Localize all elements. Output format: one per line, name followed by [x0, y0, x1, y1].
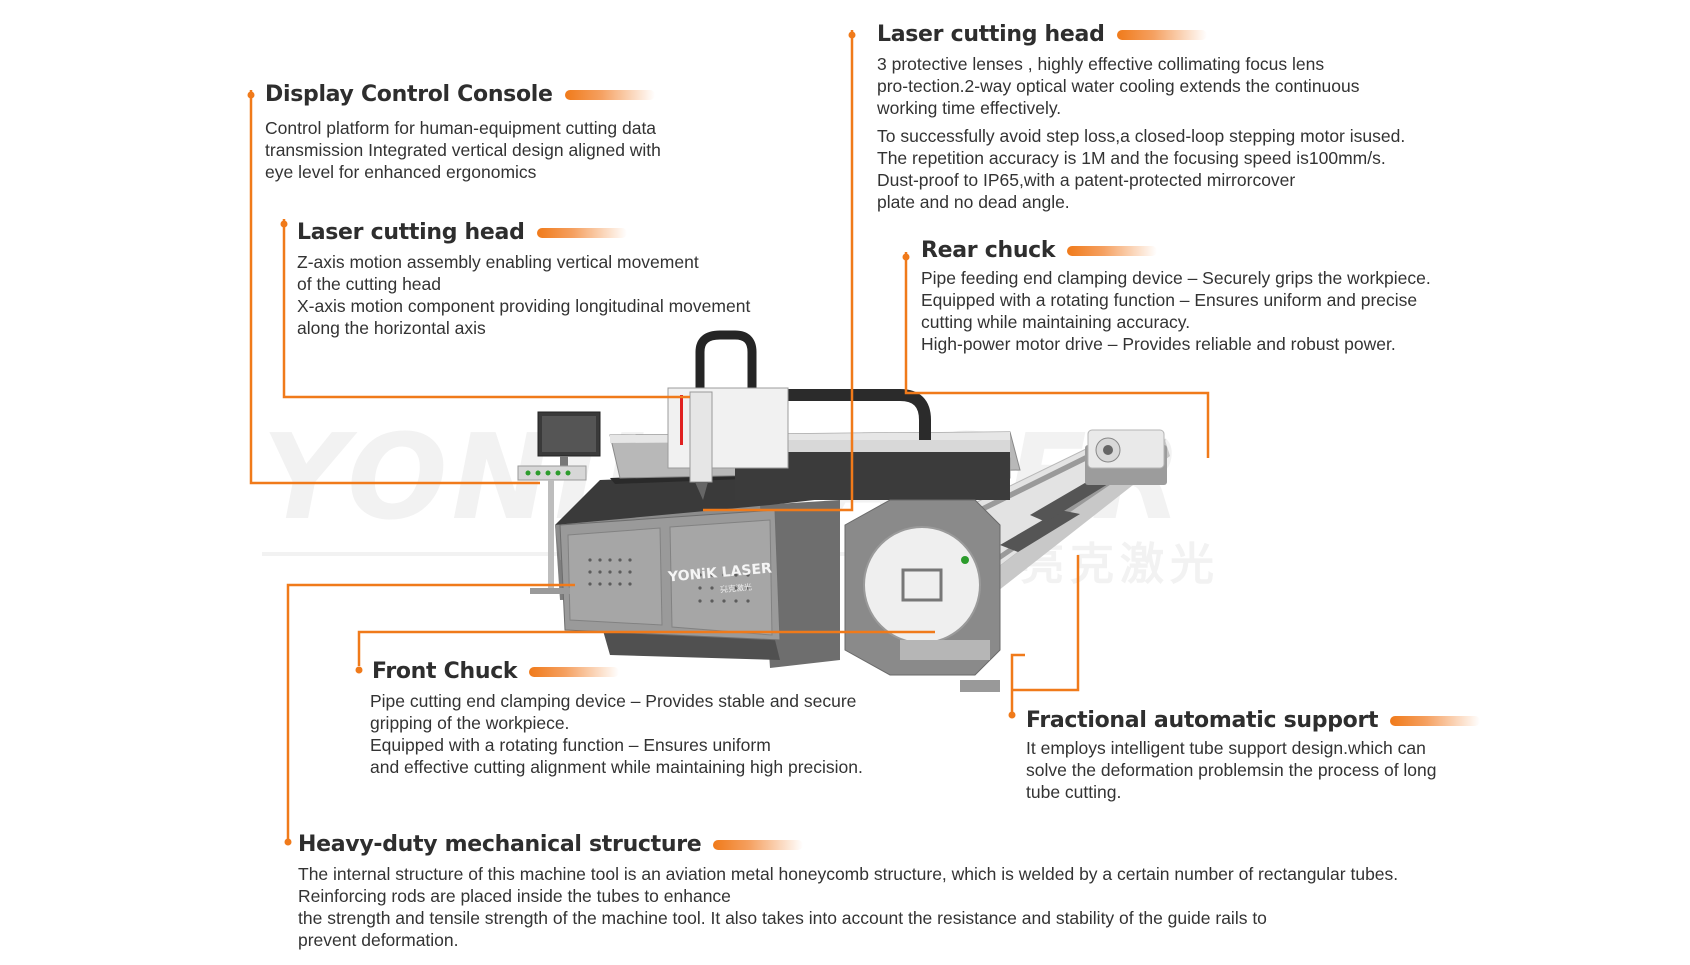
desc-line: transmission Integrated vertical design … [265, 140, 661, 160]
annotation-laser-head-left: Laser cutting head Z-axis motion assembl… [297, 220, 750, 339]
annotation-title: Heavy-duty mechanical structure [298, 832, 1398, 857]
leader-lines [249, 30, 1210, 842]
desc-line: The internal structure of this machine t… [298, 864, 1399, 884]
desc-line: plate and no dead angle. [877, 192, 1070, 212]
swoosh-accent [564, 89, 655, 100]
desc-line: 3 protective lenses , highly effective c… [877, 54, 1325, 74]
desc-line: Z-axis motion assembly enabling vertical… [297, 252, 699, 272]
desc-line: Control platform for human-equipment cut… [265, 118, 657, 138]
swoosh-accent [536, 227, 627, 238]
annotation-title: Laser cutting head [297, 220, 750, 245]
desc-line: pro-tection.2-way optical water cooling … [877, 76, 1360, 96]
annotation-rear-chuck: Rear chuck Pipe feeding end clamping dev… [921, 238, 1431, 355]
title-text: Rear chuck [921, 238, 1056, 263]
desc-line: Pipe feeding end clamping device – Secur… [921, 268, 1431, 288]
annotation-title: Display Control Console [265, 82, 661, 107]
front-cabinet [559, 509, 781, 641]
front-chuck-unit [844, 499, 1001, 692]
swoosh-accent [1116, 29, 1207, 40]
desc-line: eye level for enhanced ergonomics [265, 162, 537, 182]
desc-line: working time effectively. [877, 98, 1062, 118]
desc-line: gripping of the workpiece. [370, 713, 570, 733]
desc-line: Pipe cutting end clamping device – Provi… [370, 691, 857, 711]
desc-line: the strength and tensile strength of the… [298, 908, 1267, 928]
swoosh-accent [1067, 245, 1158, 256]
desc-line: of the cutting head [297, 274, 441, 294]
annotation-fractional-support: Fractional automatic support It employs … [1026, 708, 1481, 803]
rear-chuck-unit [1085, 429, 1167, 485]
swoosh-accent [529, 666, 620, 677]
desc-line: High-power motor drive – Provides reliab… [921, 334, 1396, 354]
desc-line: To successfully avoid step loss,a closed… [877, 126, 1406, 146]
title-text: Front Chuck [372, 659, 518, 684]
title-text: Fractional automatic support [1026, 708, 1379, 733]
title-text: Laser cutting head [297, 220, 525, 245]
desc-line: It employs intelligent tube support desi… [1026, 738, 1426, 758]
annotation-title: Laser cutting head [877, 22, 1405, 47]
desc-line: solve the deformation problemsin the pro… [1026, 760, 1437, 780]
annotation-laser-head-top: Laser cutting head 3 protective lenses ,… [877, 22, 1405, 213]
desc-line: Dust-proof to IP65,with a patent-protect… [877, 170, 1296, 190]
annotation-heavy-duty: Heavy-duty mechanical structure The inte… [298, 832, 1398, 951]
leader-dots [247, 31, 1016, 846]
desc-line: along the horizontal axis [297, 318, 486, 338]
desc-line: X-axis motion component providing longit… [297, 296, 751, 316]
desc-line: prevent deformation. [298, 930, 459, 950]
desc-line: and effective cutting alignment while ma… [370, 757, 863, 777]
annotation-front-chuck: Front Chuck Pipe cutting end clamping de… [370, 659, 863, 778]
swoosh-accent [713, 839, 804, 850]
annotation-title: Front Chuck [372, 659, 863, 684]
desc-line: Equipped with a rotating function – Ensu… [370, 735, 771, 755]
title-text: Display Control Console [265, 82, 553, 107]
annotation-title: Fractional automatic support [1026, 708, 1481, 733]
annotation-display-console: Display Control Console Control platform… [265, 82, 661, 183]
desc-line: Equipped with a rotating function – Ensu… [921, 290, 1418, 310]
annotation-title: Rear chuck [921, 238, 1431, 263]
cutting-head-assembly [667, 330, 789, 500]
title-text: Laser cutting head [877, 22, 1105, 47]
desc-line: The repetition accuracy is 1M and the fo… [877, 148, 1386, 168]
swoosh-accent [1390, 715, 1481, 726]
desc-line: cutting while maintaining accuracy. [921, 312, 1191, 332]
desc-line: Reinforcing rods are placed inside the t… [298, 886, 731, 906]
display-control-console [517, 411, 601, 594]
desc-line: tube cutting. [1026, 782, 1122, 802]
title-text: Heavy-duty mechanical structure [298, 832, 702, 857]
